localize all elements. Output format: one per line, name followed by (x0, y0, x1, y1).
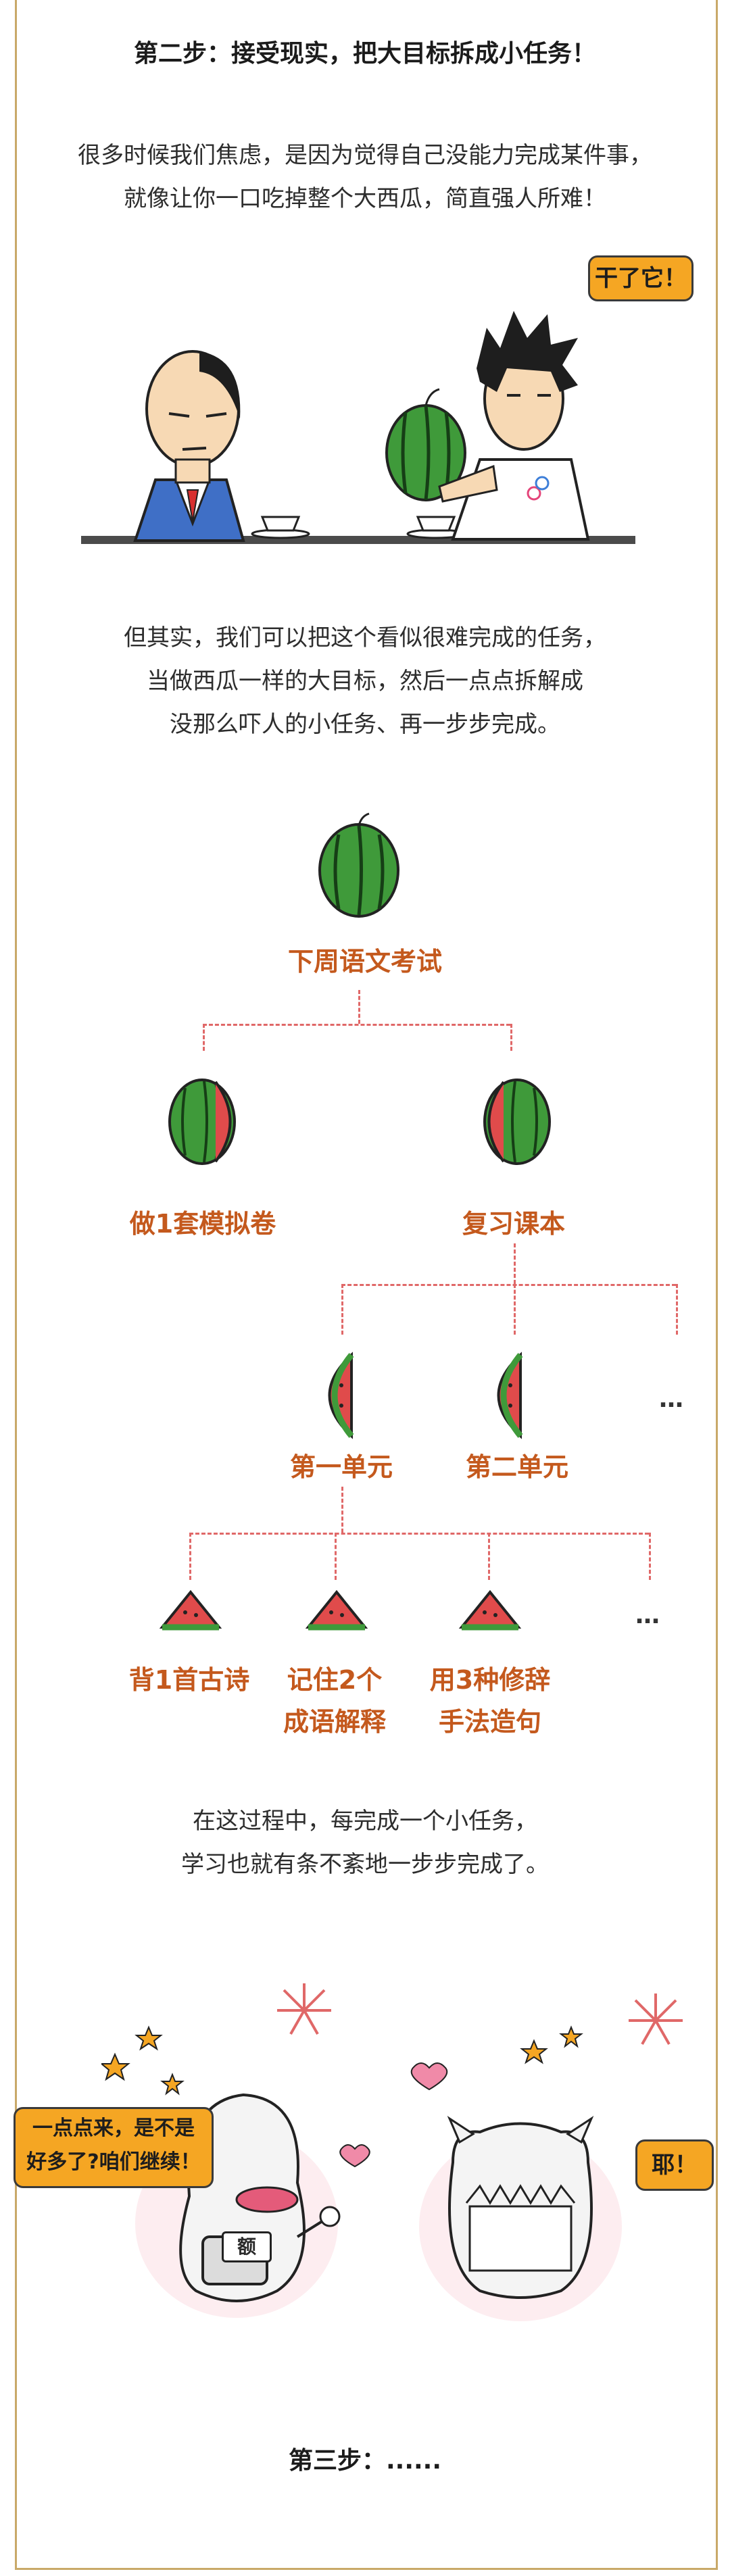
firework-burst (629, 1993, 683, 2045)
middle-line: 但其实，我们可以把这个看似很难完成的任务， (124, 624, 606, 651)
half-watermelon-icon (168, 1079, 236, 1165)
page-frame (15, 0, 718, 2570)
connector-line (341, 1284, 676, 1286)
conclusion-line: 在这过程中，每完成一个小任务， (193, 1808, 537, 1835)
speech-bubble-gan-le-ta: 干了它！ (588, 255, 694, 301)
connector-line (488, 1533, 490, 1580)
tree-leaf-line: 成语解释 (283, 1707, 386, 1737)
conclusion-paragraph: 在这过程中，每完成一个小任务， 学习也就有条不紊地一步步完成了。 (0, 1800, 730, 1886)
bubble-line: 一点点来，是不是 (32, 2116, 195, 2140)
bald-boy-figure (133, 350, 245, 542)
tree-root-label: 下周语文考试 (287, 947, 442, 976)
speech-bubble-encourage: 一点点来，是不是 好多了?咱们继续！ (14, 2107, 214, 2188)
tree-node-unit-one: 第一单元 (289, 1452, 393, 1482)
tree-leaf-line: 记住2个 (287, 1665, 383, 1695)
connector-line (649, 1533, 651, 1580)
watermelon-wedge-icon (328, 1352, 354, 1439)
bubble-line: 好多了?咱们继续！ (26, 2150, 201, 2174)
middle-line: 当做西瓜一样的大目标，然后一点点拆解成 (147, 668, 583, 695)
more-units-ellipsis: … (659, 1385, 685, 1413)
tree-leaf-line: 手法造句 (438, 1707, 541, 1737)
tree-node-mock-exam: 做1套模拟卷 (129, 1209, 276, 1239)
intro-line: 很多时候我们焦虑，是因为觉得自己没能力完成某件事， (78, 142, 652, 169)
connector-line (189, 1533, 649, 1535)
spiky-hair-boy-figure (438, 311, 590, 541)
connector-line (203, 1024, 510, 1026)
watermelon-slice-icon (305, 1589, 368, 1631)
middle-paragraph: 但其实，我们可以把这个看似很难完成的任务， 当做西瓜一样的大目标，然后一点点拆解… (0, 616, 730, 746)
speech-bubble-yay: 耶！ (635, 2139, 714, 2191)
connector-line (335, 1533, 337, 1580)
connector-line (514, 1284, 516, 1335)
connector-line (676, 1284, 678, 1335)
connector-line (510, 1024, 512, 1051)
connector-line (203, 1024, 205, 1051)
connector-line (189, 1533, 191, 1580)
tree-node-review-textbook: 复习课本 (462, 1209, 565, 1239)
firework-burst (277, 1983, 331, 2035)
connector-line (514, 1243, 516, 1284)
tree-leaf-line: 用3种修辞 (429, 1665, 551, 1695)
half-watermelon-icon (483, 1079, 551, 1165)
middle-line: 没那么吓人的小任务、再一步步完成。 (170, 711, 560, 738)
horned-creature-character (447, 2116, 594, 2299)
connector-line (341, 1487, 343, 1533)
connector-line (358, 990, 360, 1024)
watermelon-wedge-icon (497, 1352, 523, 1439)
watermelon-slice-icon (159, 1589, 222, 1631)
star-sparkle (101, 2025, 583, 2096)
step3-title: 第三步：...... (288, 2447, 442, 2475)
comic-eating-watermelon (81, 311, 635, 544)
connector-line (341, 1284, 343, 1335)
tree-leaf-poem: 背1首古诗 (88, 1659, 291, 1696)
tea-cup-right (406, 516, 466, 539)
tree-leaf-line: 背1首古诗 (128, 1665, 250, 1695)
tree-node-unit-two: 第二单元 (465, 1452, 568, 1482)
intro-line: 就像让你一口吃掉整个大西瓜，简直强人所难！ (124, 185, 606, 212)
watermelon-slice-icon (458, 1589, 522, 1631)
forehead-badge: 额 (222, 2231, 272, 2262)
tree-leaf-rhetoric: 用3种修辞 手法造句 (399, 1659, 581, 1743)
tree-leaf-idioms: 记住2个 成语解释 (243, 1659, 426, 1743)
more-tasks-ellipsis: … (635, 1602, 661, 1629)
whole-watermelon-icon (318, 812, 399, 918)
intro-paragraph: 很多时候我们焦虑，是因为觉得自己没能力完成某件事， 就像让你一口吃掉整个大西瓜，… (0, 134, 730, 220)
step2-title: 第二步：接受现实，把大目标拆成小任务！ (133, 40, 596, 68)
conclusion-line: 学习也就有条不紊地一步步完成了。 (181, 1851, 549, 1878)
tea-cup-left (251, 516, 310, 539)
